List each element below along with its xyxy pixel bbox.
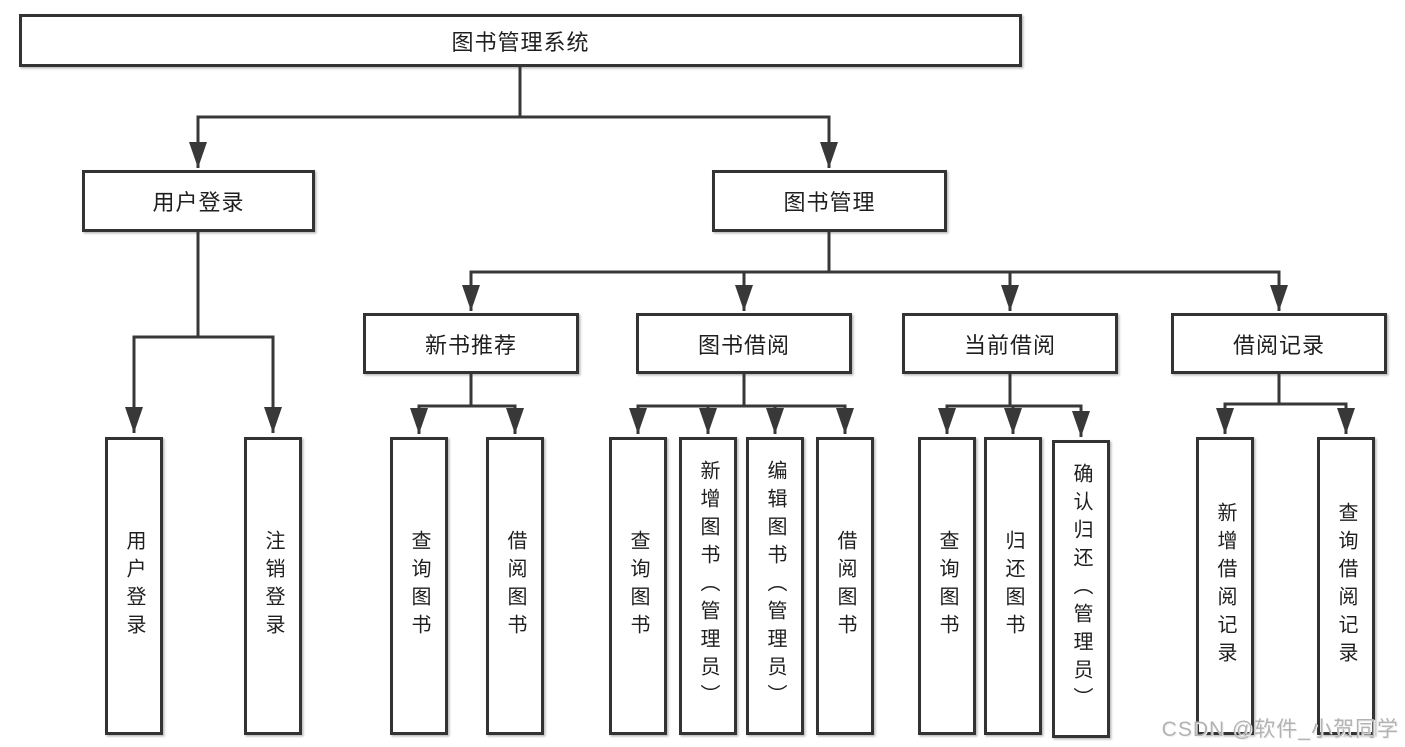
- node-confirm-return-admin: 确认归还（管理员）: [1052, 440, 1110, 738]
- node-add-books-admin: 新增图书（管理员）: [679, 437, 737, 735]
- node-book-management: 图书管理: [712, 170, 947, 232]
- node-new-book-recommend: 新书推荐: [363, 313, 579, 374]
- node-query-books-current: 查询图书: [918, 437, 976, 735]
- node-user-login-group: 用户登录: [82, 170, 315, 232]
- node-query-books-recommend: 查询图书: [390, 437, 448, 735]
- node-borrow-record: 借阅记录: [1171, 313, 1387, 374]
- node-book-borrow: 图书借阅: [636, 313, 852, 374]
- csdn-watermark: CSDN @软件_小贺同学: [1161, 718, 1399, 741]
- node-borrow-books-recommend: 借阅图书: [486, 437, 544, 735]
- node-logout: 注销登录: [244, 437, 302, 735]
- node-borrow-books: 借阅图书: [816, 437, 874, 735]
- node-add-borrow-record: 新增借阅记录: [1196, 437, 1254, 735]
- node-query-books-borrow: 查询图书: [609, 437, 667, 735]
- node-current-borrow: 当前借阅: [902, 313, 1118, 374]
- node-query-borrow-record: 查询借阅记录: [1317, 437, 1375, 735]
- node-return-books: 归还图书: [984, 437, 1042, 735]
- node-user-login: 用户登录: [105, 437, 163, 735]
- node-edit-books-admin: 编辑图书（管理员）: [746, 437, 804, 735]
- node-library-management-system: 图书管理系统: [19, 14, 1022, 67]
